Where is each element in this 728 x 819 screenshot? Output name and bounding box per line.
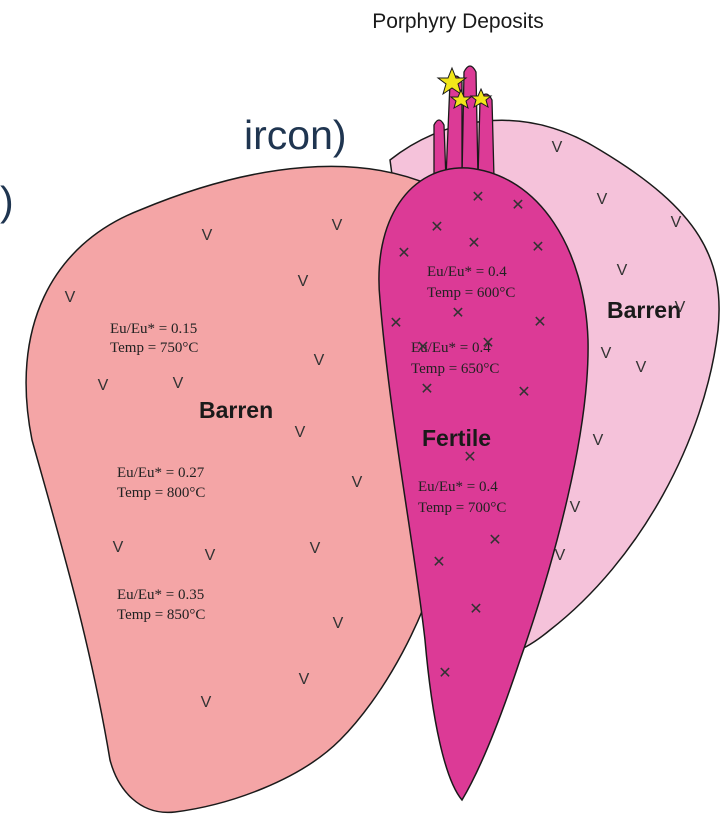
volcanic-v-symbol: V (310, 540, 321, 557)
porphyry-dyke-3 (478, 94, 494, 178)
volcanic-v-symbol: V (671, 214, 682, 231)
cross-symbol: ✕ (481, 335, 494, 352)
cross-symbol: ✕ (438, 665, 451, 682)
left-eu-2: Eu/Eu* = 0.27 (117, 465, 205, 481)
cross-symbol: ✕ (432, 554, 445, 571)
volcanic-v-symbol: V (298, 273, 309, 290)
volcanic-v-symbol: V (570, 499, 581, 516)
cross-symbol: ✕ (471, 189, 484, 206)
cross-symbol: ✕ (430, 219, 443, 236)
cross-symbol: ✕ (451, 305, 464, 322)
volcanic-v-symbol: V (597, 191, 608, 208)
center-temp-2: Temp = 650°C (411, 361, 499, 377)
volcanic-v-symbol: V (113, 539, 124, 556)
volcanic-v-symbol: V (201, 694, 212, 711)
volcanic-v-symbol: V (205, 547, 216, 564)
cross-symbol: ✕ (511, 197, 524, 214)
volcanic-v-symbol: V (352, 474, 363, 491)
left-temp-1: Temp = 750°C (110, 340, 198, 356)
volcanic-v-symbol: V (552, 139, 563, 156)
volcanic-v-symbol: V (617, 262, 628, 279)
center-eu-3: Eu/Eu* = 0.4 (418, 479, 498, 495)
left-temp-3: Temp = 850°C (117, 607, 205, 623)
cross-symbol: ✕ (469, 601, 482, 618)
volcanic-v-symbol: V (675, 299, 686, 316)
center-temp-3: Temp = 700°C (418, 500, 506, 516)
left-eu-1: Eu/Eu* = 0.15 (110, 321, 197, 337)
cross-symbol: ✕ (467, 235, 480, 252)
fertile-label: Fertile (422, 425, 491, 451)
volcanic-v-symbol: V (593, 432, 604, 449)
left-barren-label: Barren (199, 397, 273, 423)
cross-symbol: ✕ (533, 314, 546, 331)
cross-symbol: ✕ (517, 384, 530, 401)
porphyry-dyke-2 (462, 66, 478, 178)
volcanic-v-symbol: V (98, 377, 109, 394)
cross-symbol: ✕ (397, 245, 410, 262)
volcanic-v-symbol: V (314, 352, 325, 369)
volcanic-v-symbol: V (636, 359, 647, 376)
center-eu-1: Eu/Eu* = 0.4 (427, 264, 507, 280)
volcanic-v-symbol: V (299, 671, 310, 688)
porphyry-deposits-label: Porphyry Deposits (372, 10, 544, 33)
volcanic-v-symbol: V (332, 217, 343, 234)
left-eu-3: Eu/Eu* = 0.35 (117, 587, 204, 603)
cross-symbol: ✕ (531, 239, 544, 256)
cross-symbol: ✕ (389, 315, 402, 332)
cross-symbol: ✕ (488, 532, 501, 549)
volcanic-v-symbol: V (601, 345, 612, 362)
volcanic-v-symbol: V (202, 227, 213, 244)
left-temp-2: Temp = 800°C (117, 485, 205, 501)
right-barren-label: Barren (607, 297, 681, 323)
volcanic-v-symbol: V (295, 424, 306, 441)
cross-symbol: ✕ (420, 381, 433, 398)
volcanic-v-symbol: V (555, 547, 566, 564)
cross-symbol: ✕ (463, 449, 476, 466)
volcanic-v-symbol: V (173, 375, 184, 392)
volcanic-v-symbol: V (65, 289, 76, 306)
center-temp-1: Temp = 600°C (427, 285, 515, 301)
volcanic-v-symbol: V (333, 615, 344, 632)
cross-symbol: ✕ (416, 339, 429, 356)
